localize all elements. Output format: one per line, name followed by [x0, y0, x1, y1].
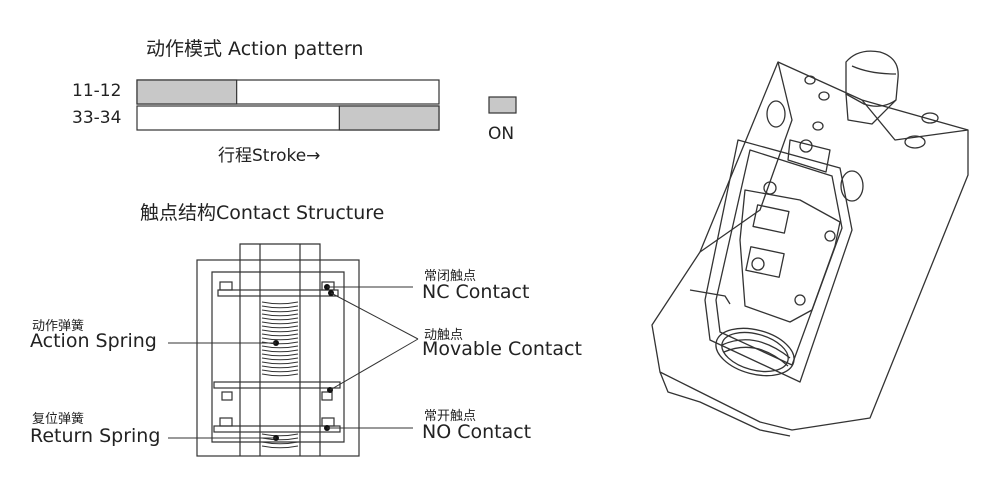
spring-coil — [261, 437, 299, 441]
spring-coil — [261, 441, 299, 445]
return-spring-label-cn: 复位弹簧 — [32, 412, 85, 427]
legend-on-label: ON — [488, 124, 515, 144]
spring-coil — [261, 309, 299, 313]
spring-coil — [261, 305, 299, 309]
action-spring-label-en: Action Spring — [30, 330, 157, 352]
housing-outer — [196, 259, 360, 457]
spring-coil — [261, 369, 299, 373]
plunger-outer — [239, 243, 321, 456]
action-pattern-bars — [136, 79, 440, 131]
row-label-11-12: 11-12 — [72, 81, 122, 101]
spring-coil — [261, 345, 299, 349]
no-contact-label-cn: 常开触点 — [424, 409, 477, 424]
spring-coil — [261, 313, 299, 317]
spring-coil — [261, 365, 299, 369]
spring-coil — [261, 357, 299, 361]
movable-contact-label-cn: 动触点 — [424, 328, 464, 343]
spring-coil — [261, 361, 299, 365]
spring-coil — [261, 337, 299, 341]
spring-coil — [261, 329, 299, 333]
legend-on-swatch — [488, 96, 517, 114]
pattern-row-1-on-segment — [338, 105, 440, 131]
plunger-inner — [259, 244, 301, 456]
switch-3d-illustration — [651, 50, 969, 437]
inner-frame — [211, 271, 345, 443]
spring-coil — [261, 353, 299, 357]
spring-coil — [261, 445, 299, 449]
return-spring — [261, 433, 299, 449]
spring-coil — [261, 333, 299, 337]
no-contact-plate — [213, 425, 341, 433]
contact-structure-title: 触点结构Contact Structure — [140, 202, 385, 224]
stroke-label: 行程Stroke→ — [218, 146, 321, 166]
spring-coil — [261, 321, 299, 325]
action-spring — [261, 301, 299, 377]
spring-coil — [261, 325, 299, 329]
return-spring-label-en: Return Spring — [30, 425, 161, 447]
pattern-row-0-on-segment — [136, 79, 238, 105]
leader-lines — [168, 286, 419, 439]
action-pattern-title: 动作模式 Action pattern — [146, 38, 364, 60]
nc-contact-plate — [217, 289, 339, 297]
spring-coil — [261, 349, 299, 353]
spring-coil — [261, 317, 299, 321]
contact-structure-drawing — [196, 243, 360, 457]
nc-contact-label-en: NC Contact — [422, 281, 530, 303]
no-contact-label-en: NO Contact — [422, 421, 532, 443]
spring-coil — [261, 301, 299, 305]
action-spring-label-cn: 动作弹簧 — [32, 319, 85, 334]
spring-coil — [261, 433, 299, 437]
spring-coil — [261, 373, 299, 377]
nc-contact-label-cn: 常闭触点 — [424, 269, 477, 284]
movable-contact-label-en: Movable Contact — [422, 338, 582, 360]
row-label-33-34: 33-34 — [72, 108, 122, 128]
movable-contact-plate — [213, 381, 341, 389]
